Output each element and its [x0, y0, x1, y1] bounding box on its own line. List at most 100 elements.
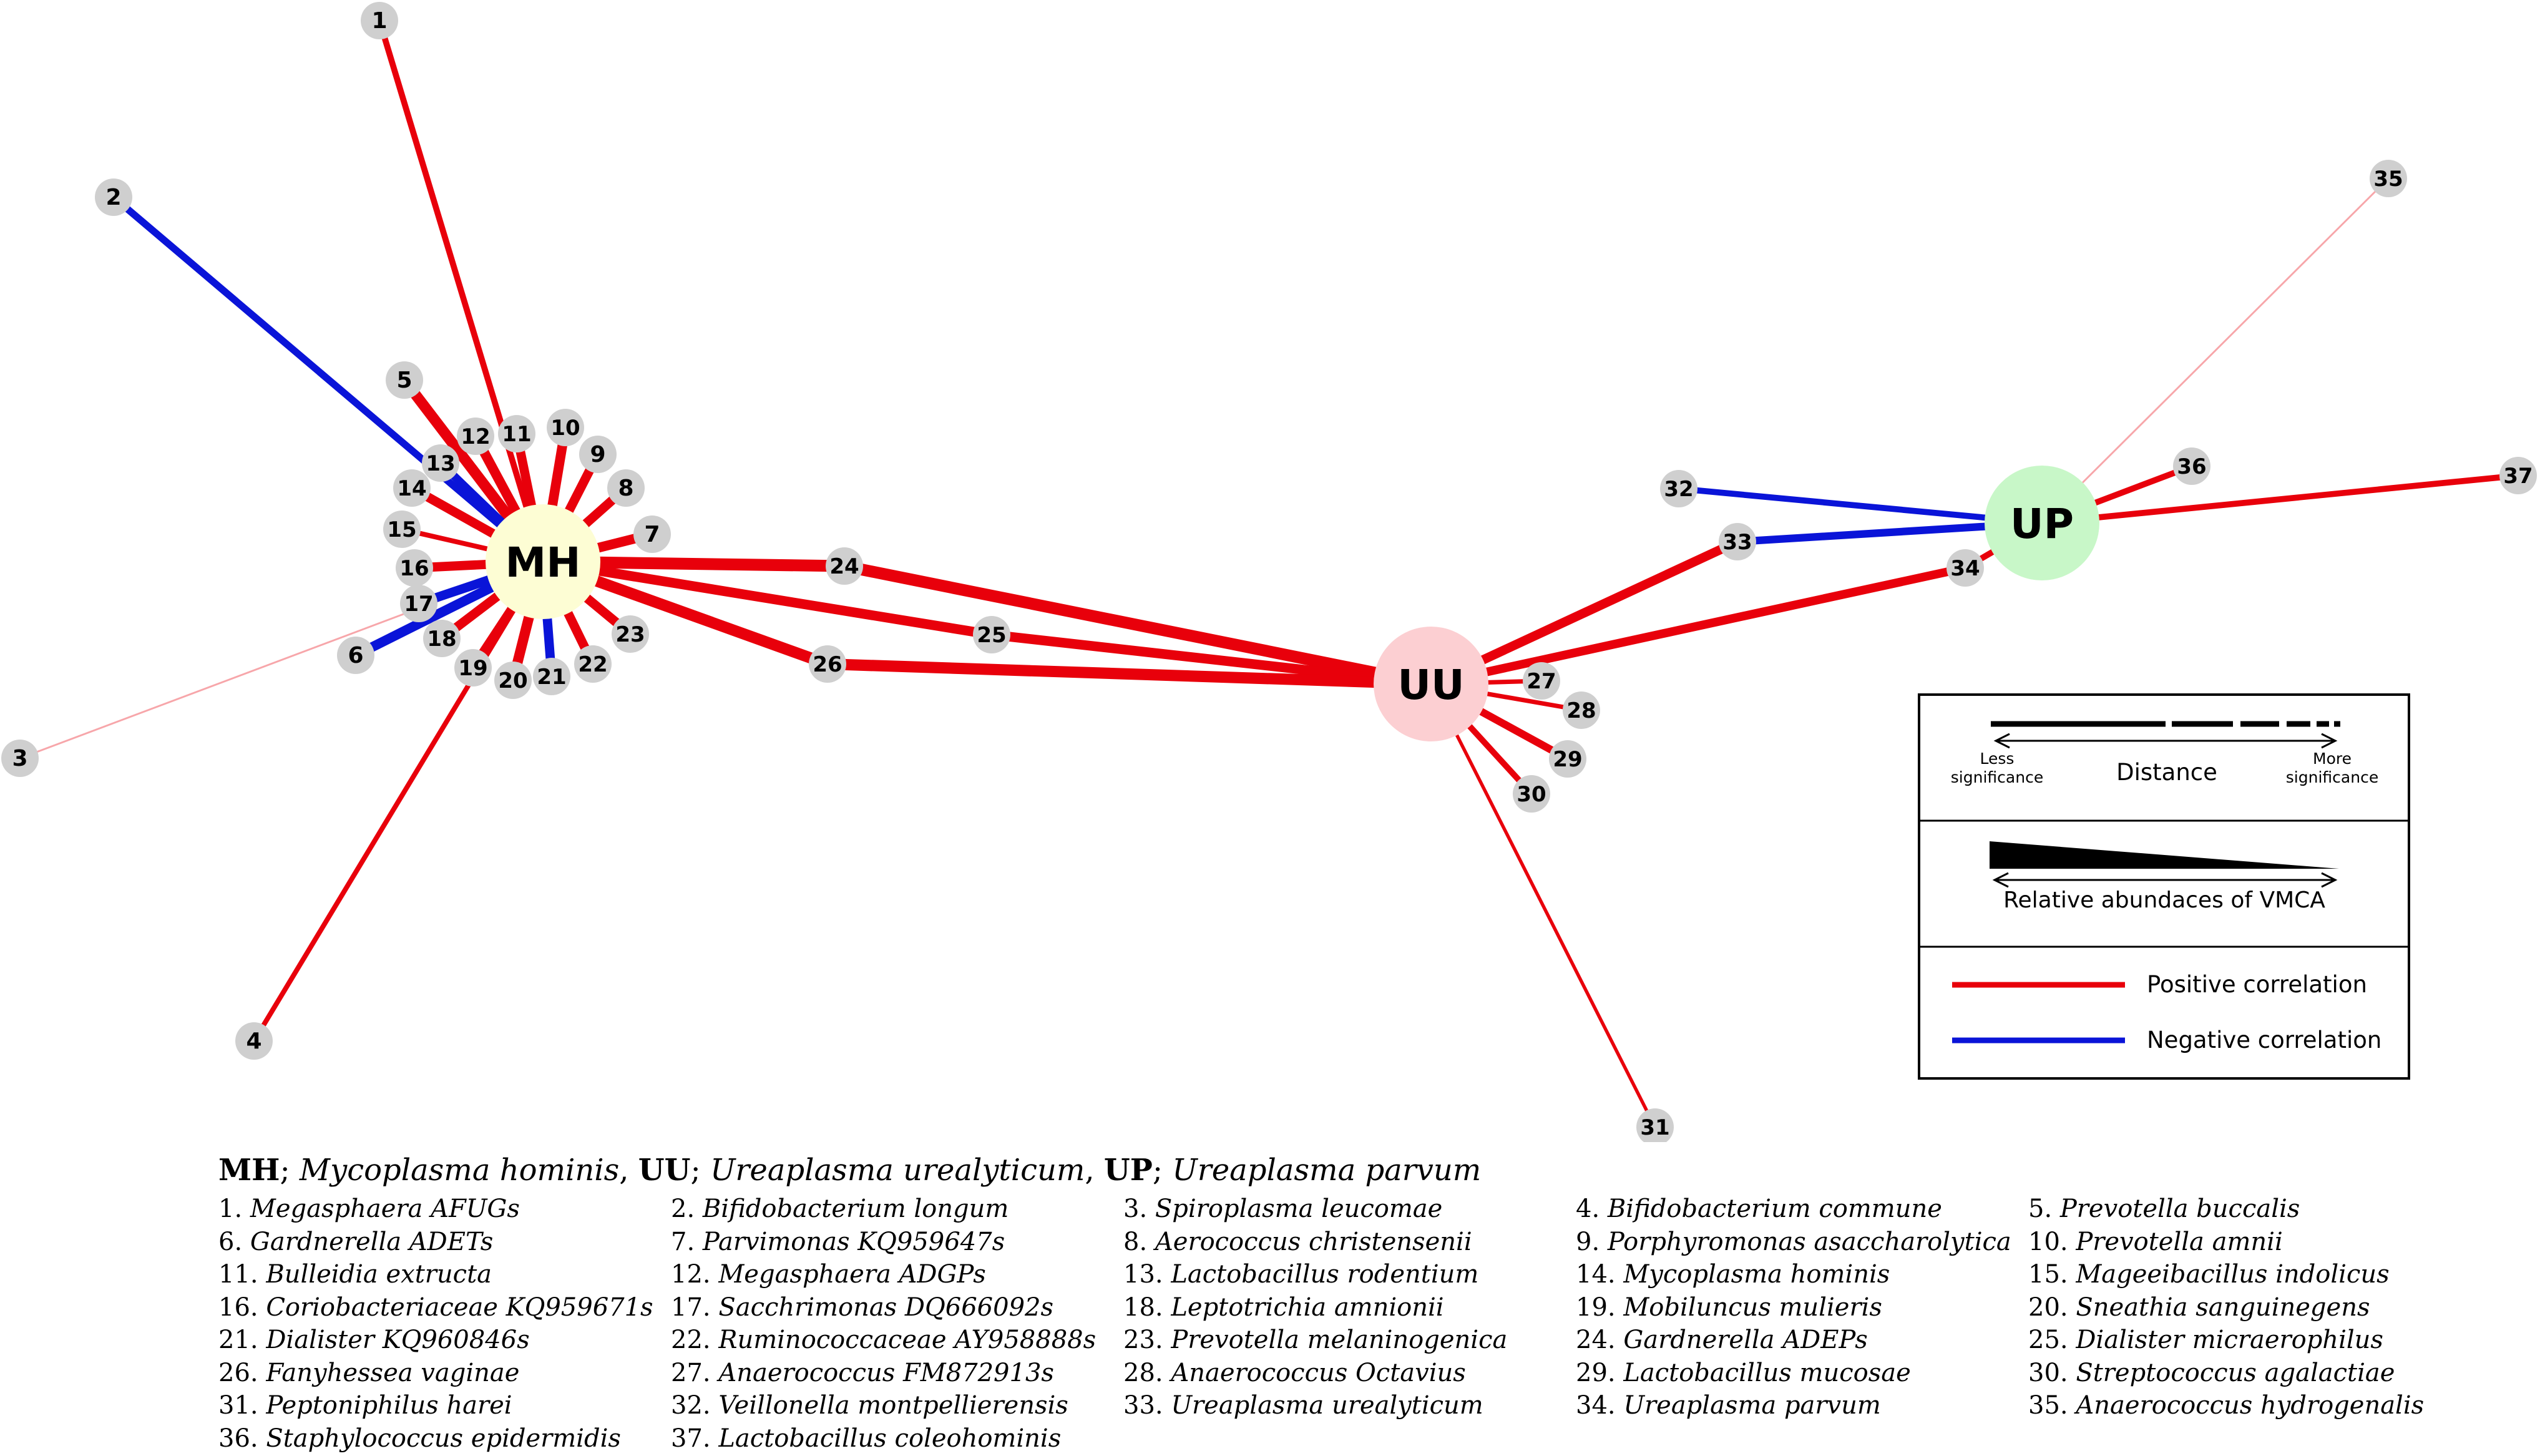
- species-name: Anaerococcus FM872913s: [718, 1358, 1054, 1387]
- node-circle: [2370, 160, 2407, 197]
- species-item: 33. Ureaplasma urealyticum: [1123, 1389, 1576, 1422]
- node-circle: [547, 409, 584, 446]
- node-36: 36: [2173, 447, 2210, 485]
- species-name: Anaerococcus hydrogenalis: [2076, 1391, 2425, 1420]
- species-number: 12.: [671, 1260, 719, 1289]
- legend-more-line2: significance: [2286, 768, 2378, 786]
- legend-more-line1: More: [2313, 750, 2352, 768]
- species-name: Aerococcus christensenii: [1155, 1227, 1472, 1256]
- node-8: 8: [607, 469, 645, 507]
- node-34: 34: [1947, 549, 1984, 587]
- node-14: 14: [393, 469, 431, 507]
- node-label: 17: [404, 592, 433, 617]
- species-name: Streptococcus agalactiae: [2076, 1358, 2395, 1387]
- caption-abbr-MH: MH: [218, 1153, 280, 1188]
- node-31: 31: [1636, 1108, 1674, 1142]
- hub-circle: [1985, 466, 2099, 580]
- node-17: 17: [400, 585, 437, 622]
- node-circle: [400, 585, 437, 622]
- species-item: 21. Dialister KQ960846s: [218, 1324, 671, 1357]
- legend-abundance-label: Relative abundaces of VMCA: [2003, 887, 2325, 913]
- node-circle: [2499, 457, 2537, 494]
- species-number: 10.: [2028, 1227, 2076, 1256]
- species-number: 20.: [2028, 1292, 2076, 1322]
- node-label: 33: [1722, 530, 1752, 555]
- node-circle: [607, 469, 645, 507]
- node-18: 18: [423, 620, 461, 657]
- species-item: 26. Fanyhessea vaginae: [218, 1357, 671, 1390]
- species-number: 5.: [2028, 1195, 2060, 1223]
- caption-hub-name: Ureaplasma urealyticum: [710, 1153, 1085, 1188]
- edge-UU-24: [843, 560, 1432, 690]
- species-item: 22. Ruminococcaceae AY958888s: [671, 1324, 1123, 1357]
- node-label: 7: [644, 522, 660, 547]
- node-label: 24: [829, 554, 859, 579]
- node-26: 26: [809, 645, 846, 683]
- species-item: 30. Streptococcus agalactiae: [2028, 1357, 2481, 1390]
- species-name: Parvimonas KQ959647s: [702, 1227, 1005, 1256]
- hub-UP: UP: [1985, 466, 2099, 580]
- node-label: 9: [590, 442, 605, 467]
- node-circle: [826, 547, 863, 585]
- node-label: 21: [537, 665, 566, 690]
- node-16: 16: [396, 549, 433, 587]
- node-label: 13: [426, 451, 455, 476]
- species-number: 13.: [1123, 1260, 1171, 1289]
- species-name: Bifidobacterium commune: [1607, 1195, 1942, 1223]
- distance-arrow: [1993, 733, 2338, 749]
- node-circle: [454, 649, 492, 686]
- node-circle: [383, 511, 421, 548]
- species-name: Sneathia sanguinegens: [2076, 1292, 2370, 1322]
- species-name: Lactobacillus coleohominis: [718, 1424, 1062, 1453]
- caption-separator: ;: [1152, 1153, 1173, 1188]
- species-name: Peptoniphilus harei: [266, 1391, 512, 1420]
- node-label: 30: [1517, 782, 1546, 807]
- species-item: 23. Prevotella melaninogenica: [1123, 1324, 1576, 1357]
- edge-UU-25: [991, 630, 1432, 689]
- node-label: 14: [397, 476, 426, 501]
- species-number: 7.: [671, 1227, 703, 1256]
- species-name: Fanyhessea vaginae: [266, 1358, 520, 1387]
- node-label: 23: [615, 622, 645, 647]
- node-label: 11: [502, 422, 531, 447]
- node-29: 29: [1549, 740, 1586, 778]
- node-circle: [235, 1022, 273, 1060]
- species-number: 8.: [1123, 1227, 1155, 1256]
- legend-positive-label: Positive correlation: [2147, 971, 2367, 998]
- node-28: 28: [1563, 691, 1600, 729]
- node-13: 13: [422, 444, 459, 482]
- node-label: 3: [12, 746, 27, 771]
- caption-separator: ,: [1085, 1153, 1104, 1188]
- hub-label: MH: [506, 539, 581, 587]
- node-circle: [633, 515, 671, 553]
- node-circle: [396, 549, 433, 587]
- node-circle: [1719, 523, 1756, 560]
- node-15: 15: [383, 511, 421, 548]
- species-item: 31. Peptoniphilus harei: [218, 1389, 671, 1422]
- node-3: 3: [1, 740, 39, 777]
- species-name: Prevotella melaninogenica: [1171, 1326, 1508, 1354]
- node-circle: [386, 361, 423, 399]
- species-number: 14.: [1576, 1260, 1624, 1289]
- species-item: 25. Dialister micraerophilus: [2028, 1324, 2481, 1357]
- node-label: 2: [105, 185, 121, 210]
- node-2: 2: [95, 178, 132, 216]
- species-number: 30.: [2028, 1358, 2076, 1387]
- node-24: 24: [826, 547, 863, 585]
- caption-hub-name: Ureaplasma parvum: [1172, 1153, 1482, 1188]
- species-item: 11. Bulleidia extructa: [218, 1258, 671, 1291]
- node-circle: [457, 418, 494, 455]
- hub-label: UU: [1397, 661, 1464, 709]
- caption-separator: ,: [619, 1153, 638, 1188]
- node-33: 33: [1719, 523, 1756, 560]
- species-name: Ureaplasma urealyticum: [1171, 1391, 1483, 1420]
- legend-negative-label: Negative correlation: [2147, 1027, 2381, 1053]
- species-number: 15.: [2028, 1260, 2076, 1289]
- species-name: Prevotella amnii: [2076, 1227, 2283, 1256]
- node-circle: [393, 469, 431, 507]
- edge-UP-32: [1678, 486, 2043, 526]
- species-item: 16. Coriobacteriaceae KQ959671s: [218, 1291, 671, 1324]
- node-4: 4: [235, 1022, 273, 1060]
- species-item: 17. Sacchrimonas DQ666092s: [671, 1291, 1123, 1324]
